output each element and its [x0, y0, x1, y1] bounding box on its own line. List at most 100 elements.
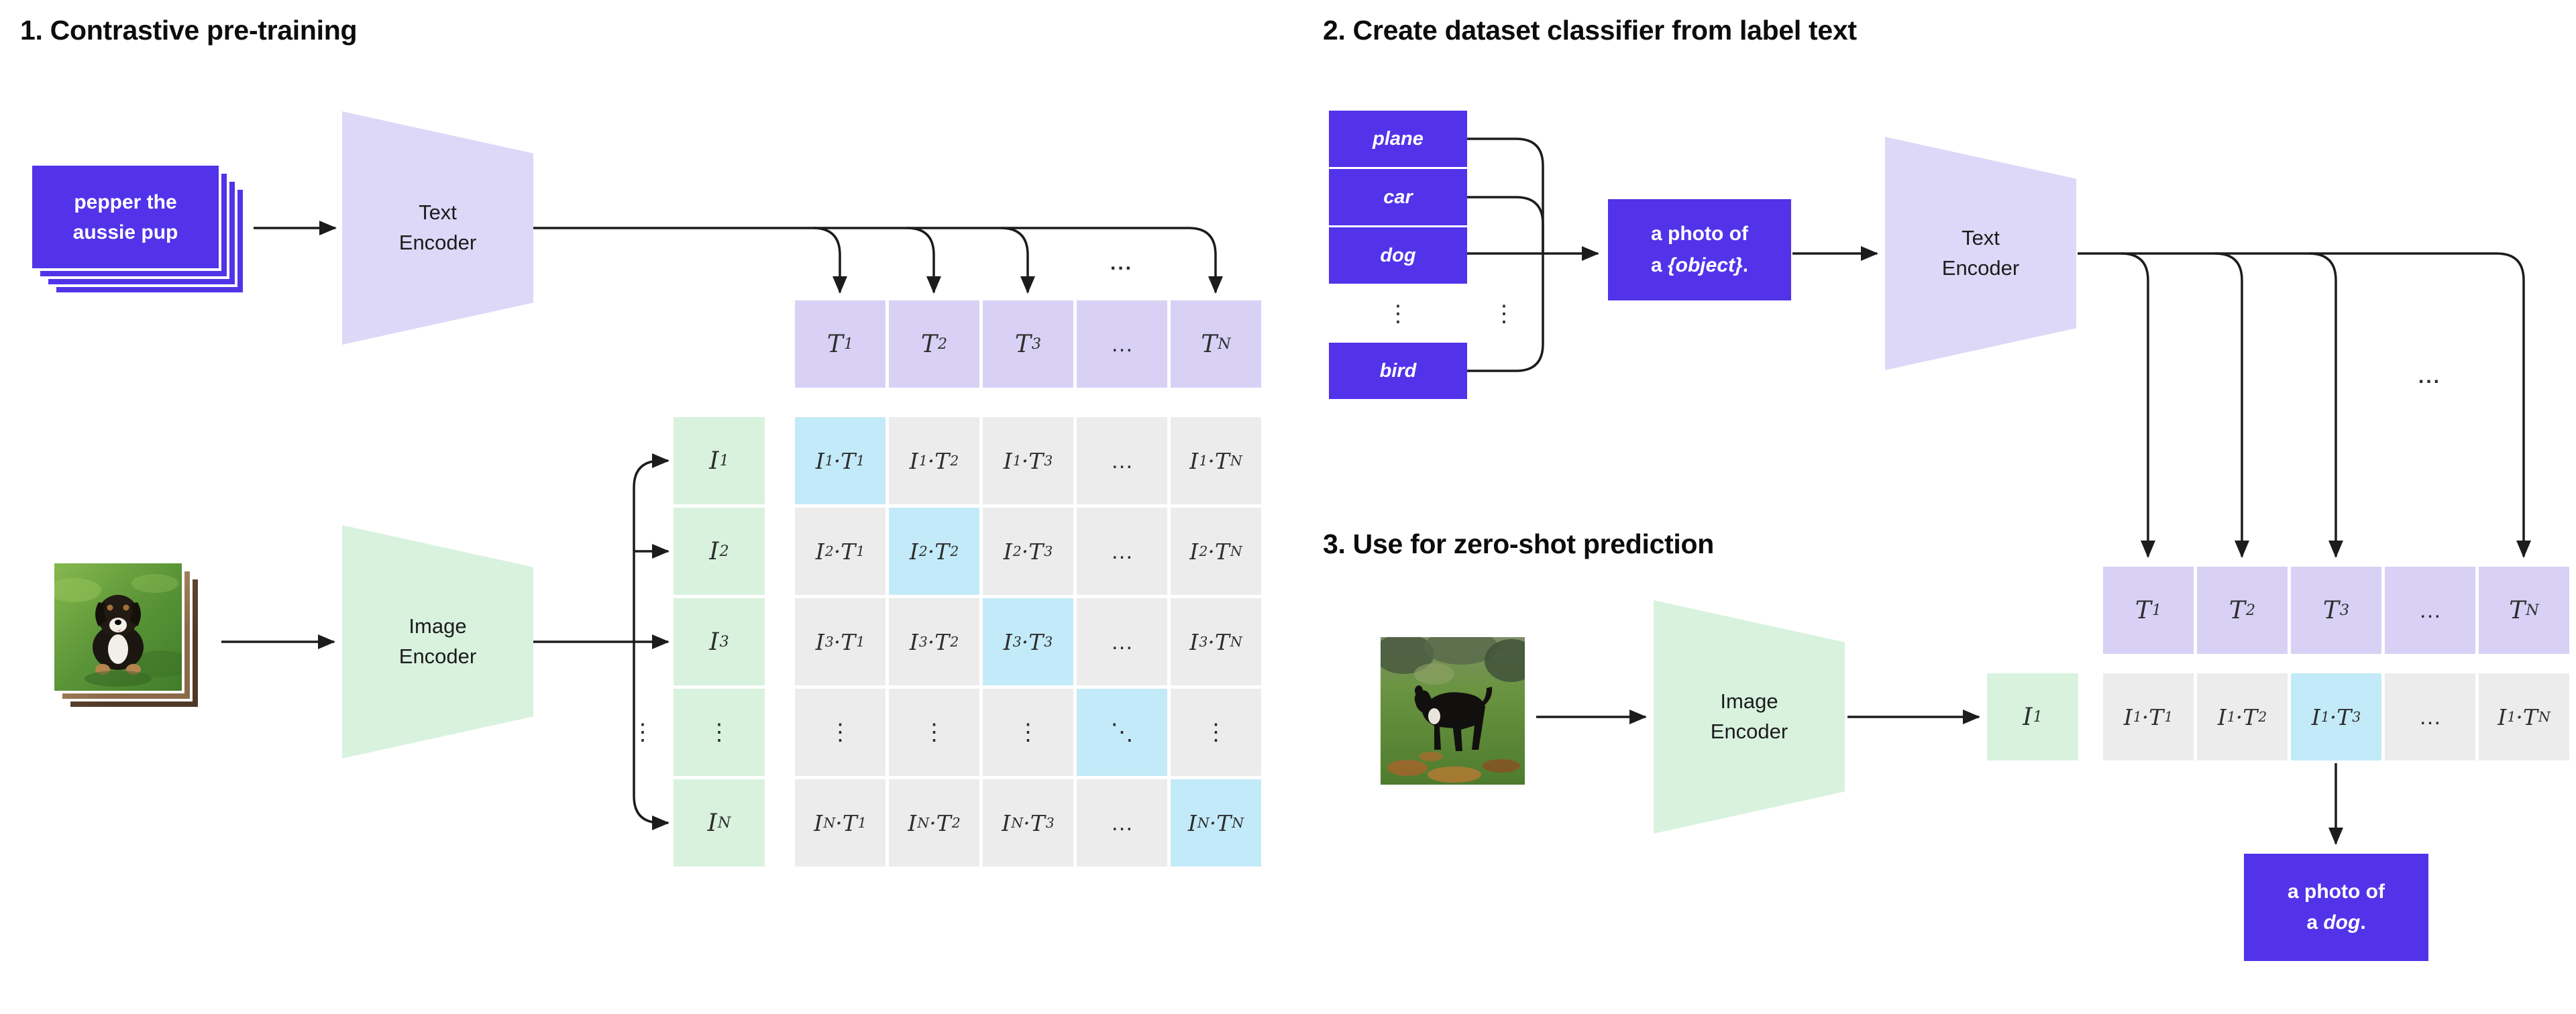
matrix-cell-r4c4: ⋱	[1077, 689, 1167, 776]
image-encoder2-label: Image Encoder	[1710, 689, 1788, 743]
wire-bird-to-spine	[1467, 253, 1544, 372]
wire-drop-t2	[906, 227, 941, 294]
wire-drop-t3	[1000, 227, 1035, 294]
class-label-vdots: ⋮	[1387, 301, 1409, 327]
matrix-cell-r4c1: ⋮	[795, 689, 885, 776]
class-label-car: car	[1329, 169, 1467, 225]
text-card-front: pepper the aussie pup	[32, 166, 219, 268]
section1-title: 1. Contrastive pre-training	[20, 15, 358, 46]
text-encoder-label: Text Encoder	[398, 201, 477, 254]
image-encoder2-box: Image Encoder	[1654, 600, 1845, 834]
matrix-cell-r5c4: …	[1077, 779, 1167, 866]
matrix-cell-r1c4: …	[1077, 417, 1167, 504]
text-input-stack: pepper the aussie pup	[32, 166, 247, 300]
wire-spine-to-i1	[633, 453, 669, 642]
section2-title: 2. Create dataset classifier from label …	[1323, 15, 1857, 46]
section2-wire-ellipsis: ...	[2418, 365, 2442, 388]
wire-plane-to-spine	[1467, 137, 1544, 253]
matrix-cell-r2c4: …	[1077, 508, 1167, 595]
text-encoder2-box: Text Encoder	[1885, 137, 2076, 370]
section1-spine-vdots: ⋮	[631, 720, 654, 745]
matrix-cell-r3c4: …	[1077, 598, 1167, 685]
image-embedding-4: ⋮	[674, 689, 765, 776]
class-label-dog: dog	[1329, 227, 1467, 284]
caption-text: pepper the aussie pup	[72, 190, 178, 243]
prompt-template-box: a photo of a {object}.	[1608, 199, 1791, 300]
query-photo	[1374, 630, 1538, 785]
matrix-cell-r4c3: ⋮	[983, 689, 1073, 776]
wire-drop-t1	[812, 227, 847, 294]
text-encoder2-label: Text Encoder	[1941, 226, 2020, 280]
image-input-stack	[54, 563, 209, 718]
matrix-cell-r4c5: ⋮	[1171, 689, 1261, 776]
text-embedding2-4: …	[2385, 567, 2475, 654]
class-label-bird: bird	[1329, 343, 1467, 399]
black-dog-photo-illustration	[1374, 630, 1538, 785]
prompt-line-2: a {object}.	[1650, 253, 1749, 276]
wire-drop2-t3	[2308, 252, 2343, 558]
text-embedding-4: …	[1077, 300, 1167, 388]
class-label-plane: plane	[1329, 111, 1467, 167]
wire-textencoder-out-tn	[533, 227, 1223, 294]
prediction-box: a photo of a dog.	[2244, 854, 2428, 961]
puppy-photo-illustration	[54, 563, 182, 691]
wire-spine-to-in	[633, 642, 669, 830]
section1-wire-ellipsis: ...	[1110, 252, 1134, 274]
wire-car-to-spine	[1467, 196, 1544, 253]
prediction-line-1: a photo of	[2288, 880, 2385, 903]
image-encoder-label: Image Encoder	[398, 614, 477, 668]
prediction-line-2: a dog.	[2306, 911, 2366, 934]
image-encoder-box: Image Encoder	[342, 525, 533, 758]
matrix-cell-r4c2: ⋮	[889, 689, 979, 776]
puppy-photo	[54, 563, 182, 691]
text-encoder-box: Text Encoder	[342, 111, 533, 345]
wire-drop2-t1	[2121, 252, 2155, 558]
prompt-line-1: a photo of	[1651, 223, 1748, 245]
wire-textencoder2-out-tn	[2078, 252, 2531, 558]
wire-drop2-t2	[2214, 252, 2249, 558]
class-wire-vdots: ⋮	[1493, 301, 1515, 327]
similarity-cell-4: …	[2385, 673, 2475, 760]
